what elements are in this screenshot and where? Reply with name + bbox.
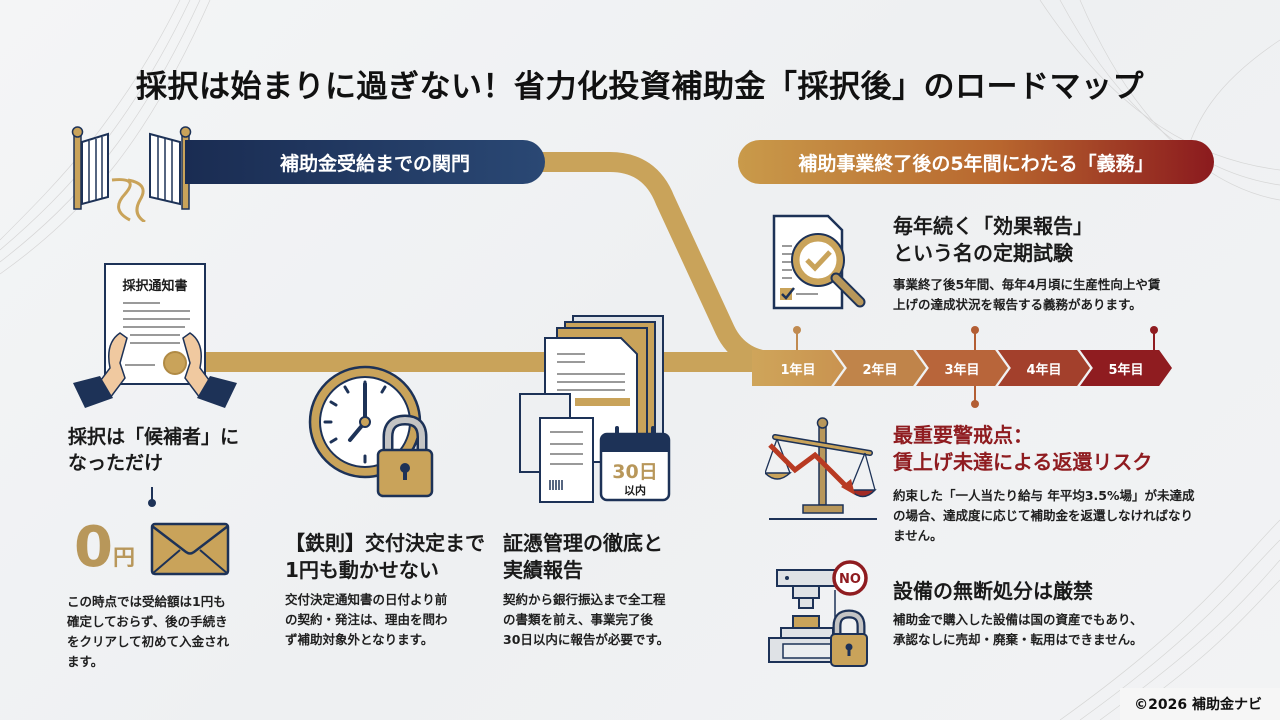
obligation-2-body: 約束した「一人当たり給与 年平均3.5%場」が未達成 の場合、達成度に応じて補助… (893, 486, 1253, 546)
obligation-2-heading: 最重要警戒点： 賃上げ未達による返還リスク (893, 422, 1233, 476)
section-header-obligations-label: 補助事業終了後の5年間にわたる「義務」 (798, 152, 1154, 175)
notification-document-icon: 採択通知書 (65, 258, 245, 408)
heading-line: 毎年続く「効果報告」 (893, 214, 1093, 238)
body-line: 30日以内に報告が必要です。 (503, 632, 670, 647)
heading-line: 最重要警戒点： (893, 423, 1033, 447)
year-5-connector-dot (1150, 326, 1158, 334)
body-line: 補助金で購入した設備は国の資産でもあり、 (893, 612, 1143, 627)
copyright: ©2026 補助金ナビ (1120, 688, 1280, 720)
clock-lock-icon (300, 362, 450, 502)
page-title: 採択は始まりに過ぎない！省力化投資補助金「採択後」のロードマップ (136, 68, 1144, 105)
body-line: 事業終了後5年間、毎年4月頃に生産性向上や賃 (893, 277, 1161, 292)
no-label: NO (839, 572, 861, 587)
section-header-obligations: 補助事業終了後の5年間にわたる「義務」 (738, 140, 1214, 184)
envelope-icon (150, 522, 230, 576)
year-1-connector (796, 330, 798, 350)
obligation-3-body: 補助金で購入した設備は国の資産でもあり、 承認なしに売却・廃棄・転用はできません… (893, 610, 1253, 650)
year-5-connector (1153, 330, 1155, 350)
step-1-heading: 採択は「候補者」に なっただけ (68, 425, 268, 476)
zero-yen-amount: 0 円 (74, 520, 135, 576)
amount-value: 0 (74, 515, 113, 580)
year-label: 3年目 (944, 362, 980, 378)
step-3-heading-line: 実績報告 (503, 558, 583, 582)
step-2-body: 交付決定通知書の日付より前 の契約・発注は、理由を問わ ず補助対象外となります。 (285, 590, 505, 650)
step-1-body: この時点では受給額は1円も 確定しておらず、後の手続き をクリアして初めて入金さ… (67, 592, 267, 672)
year-step: 4年目 (998, 350, 1090, 386)
obligation-1-heading: 毎年続く「効果報告」 という名の定期試験 (893, 213, 1213, 267)
year-3-down-connector (974, 386, 976, 404)
year-label: 2年目 (862, 362, 898, 378)
amount-unit: 円 (112, 546, 135, 571)
year-step: 3年目 (916, 350, 1008, 386)
step-1-heading-line: なっただけ (68, 451, 164, 474)
year-label: 1年目 (780, 362, 816, 378)
heading-line: 設備の無断処分は厳禁 (893, 579, 1093, 603)
year-3-down-connector-dot (971, 400, 979, 408)
gate-icon (70, 122, 200, 222)
heading-line: 賃上げ未達による返還リスク (893, 450, 1153, 474)
year-timeline: 1年目 2年目 3年目 4年目 5年目 (752, 350, 1172, 386)
obligation-3-heading: 設備の無断処分は厳禁 (893, 578, 1233, 605)
body-line: ず補助対象外となります。 (285, 632, 434, 647)
year-label: 5年目 (1108, 362, 1144, 378)
body-line: をクリアして初めて入金され (67, 634, 230, 649)
body-line: 交付決定通知書の日付より前 (285, 592, 448, 607)
year-step: 1年目 (752, 350, 844, 386)
obligation-1-body: 事業終了後5年間、毎年4月頃に生産性向上や賃 上げの達成状況を報告する義務があり… (893, 275, 1233, 315)
body-line: 約束した「一人当たり給与 年平均3.5%場」が未達成 (893, 488, 1195, 503)
step-2-heading-line: 1円も動かせない (285, 558, 439, 582)
body-line: 承認なしに売却・廃棄・転用はできません。 (893, 632, 1143, 647)
equipment-no-lock-icon: NO (765, 560, 875, 670)
body-line: 契約から銀行振込まで全工程 (503, 592, 666, 607)
body-line: の場合、達成度に応じて補助金を返還しなければなり (893, 508, 1194, 523)
body-line: この時点では受給額は1円も (67, 594, 226, 609)
body-line: 上げの達成状況を報告する義務があります。 (893, 297, 1142, 312)
calendar-sub: 以内 (624, 483, 646, 497)
step-2-heading: 【鉄則】交付決定まで 1円も動かせない (285, 530, 505, 584)
connector-dot (148, 499, 156, 507)
step-1-heading-line: 採択は「候補者」に (68, 426, 240, 448)
year-3-connector (974, 330, 976, 350)
step-3-body: 契約から銀行振込まで全工程 の書類を前え、事業完了後 30日以内に報告が必要です… (503, 590, 713, 650)
documents-calendar-icon: 30日 以内 (505, 312, 675, 512)
section-header-gateway: 補助金受給までの関門 (185, 140, 545, 184)
heading-line: という名の定期試験 (893, 241, 1073, 265)
report-magnifier-icon (770, 212, 870, 312)
body-line: の書類を前え、事業完了後 (503, 612, 654, 627)
body-line: ません。 (893, 528, 943, 543)
year-3-connector-dot (971, 326, 979, 334)
scale-down-arrow-icon (765, 415, 880, 525)
year-step: 2年目 (834, 350, 926, 386)
year-1-connector-dot (793, 326, 801, 334)
year-label: 4年目 (1026, 362, 1062, 378)
step-2-heading-line: 【鉄則】交付決定まで (285, 531, 485, 555)
calendar-value: 30日 (612, 461, 657, 483)
body-line: 確定しておらず、後の手続き (67, 614, 228, 629)
connector-dot (151, 487, 153, 501)
step-3-heading-line: 証憑管理の徹底と (503, 531, 663, 555)
body-line: ます。 (67, 654, 104, 669)
step-3-heading: 証憑管理の徹底と 実績報告 (503, 530, 713, 584)
body-line: の契約・発注は、理由を問わ (285, 612, 448, 627)
section-header-gateway-label: 補助金受給までの関門 (279, 152, 470, 175)
year-step: 5年目 (1080, 350, 1172, 386)
document-label: 採択通知書 (122, 278, 187, 294)
